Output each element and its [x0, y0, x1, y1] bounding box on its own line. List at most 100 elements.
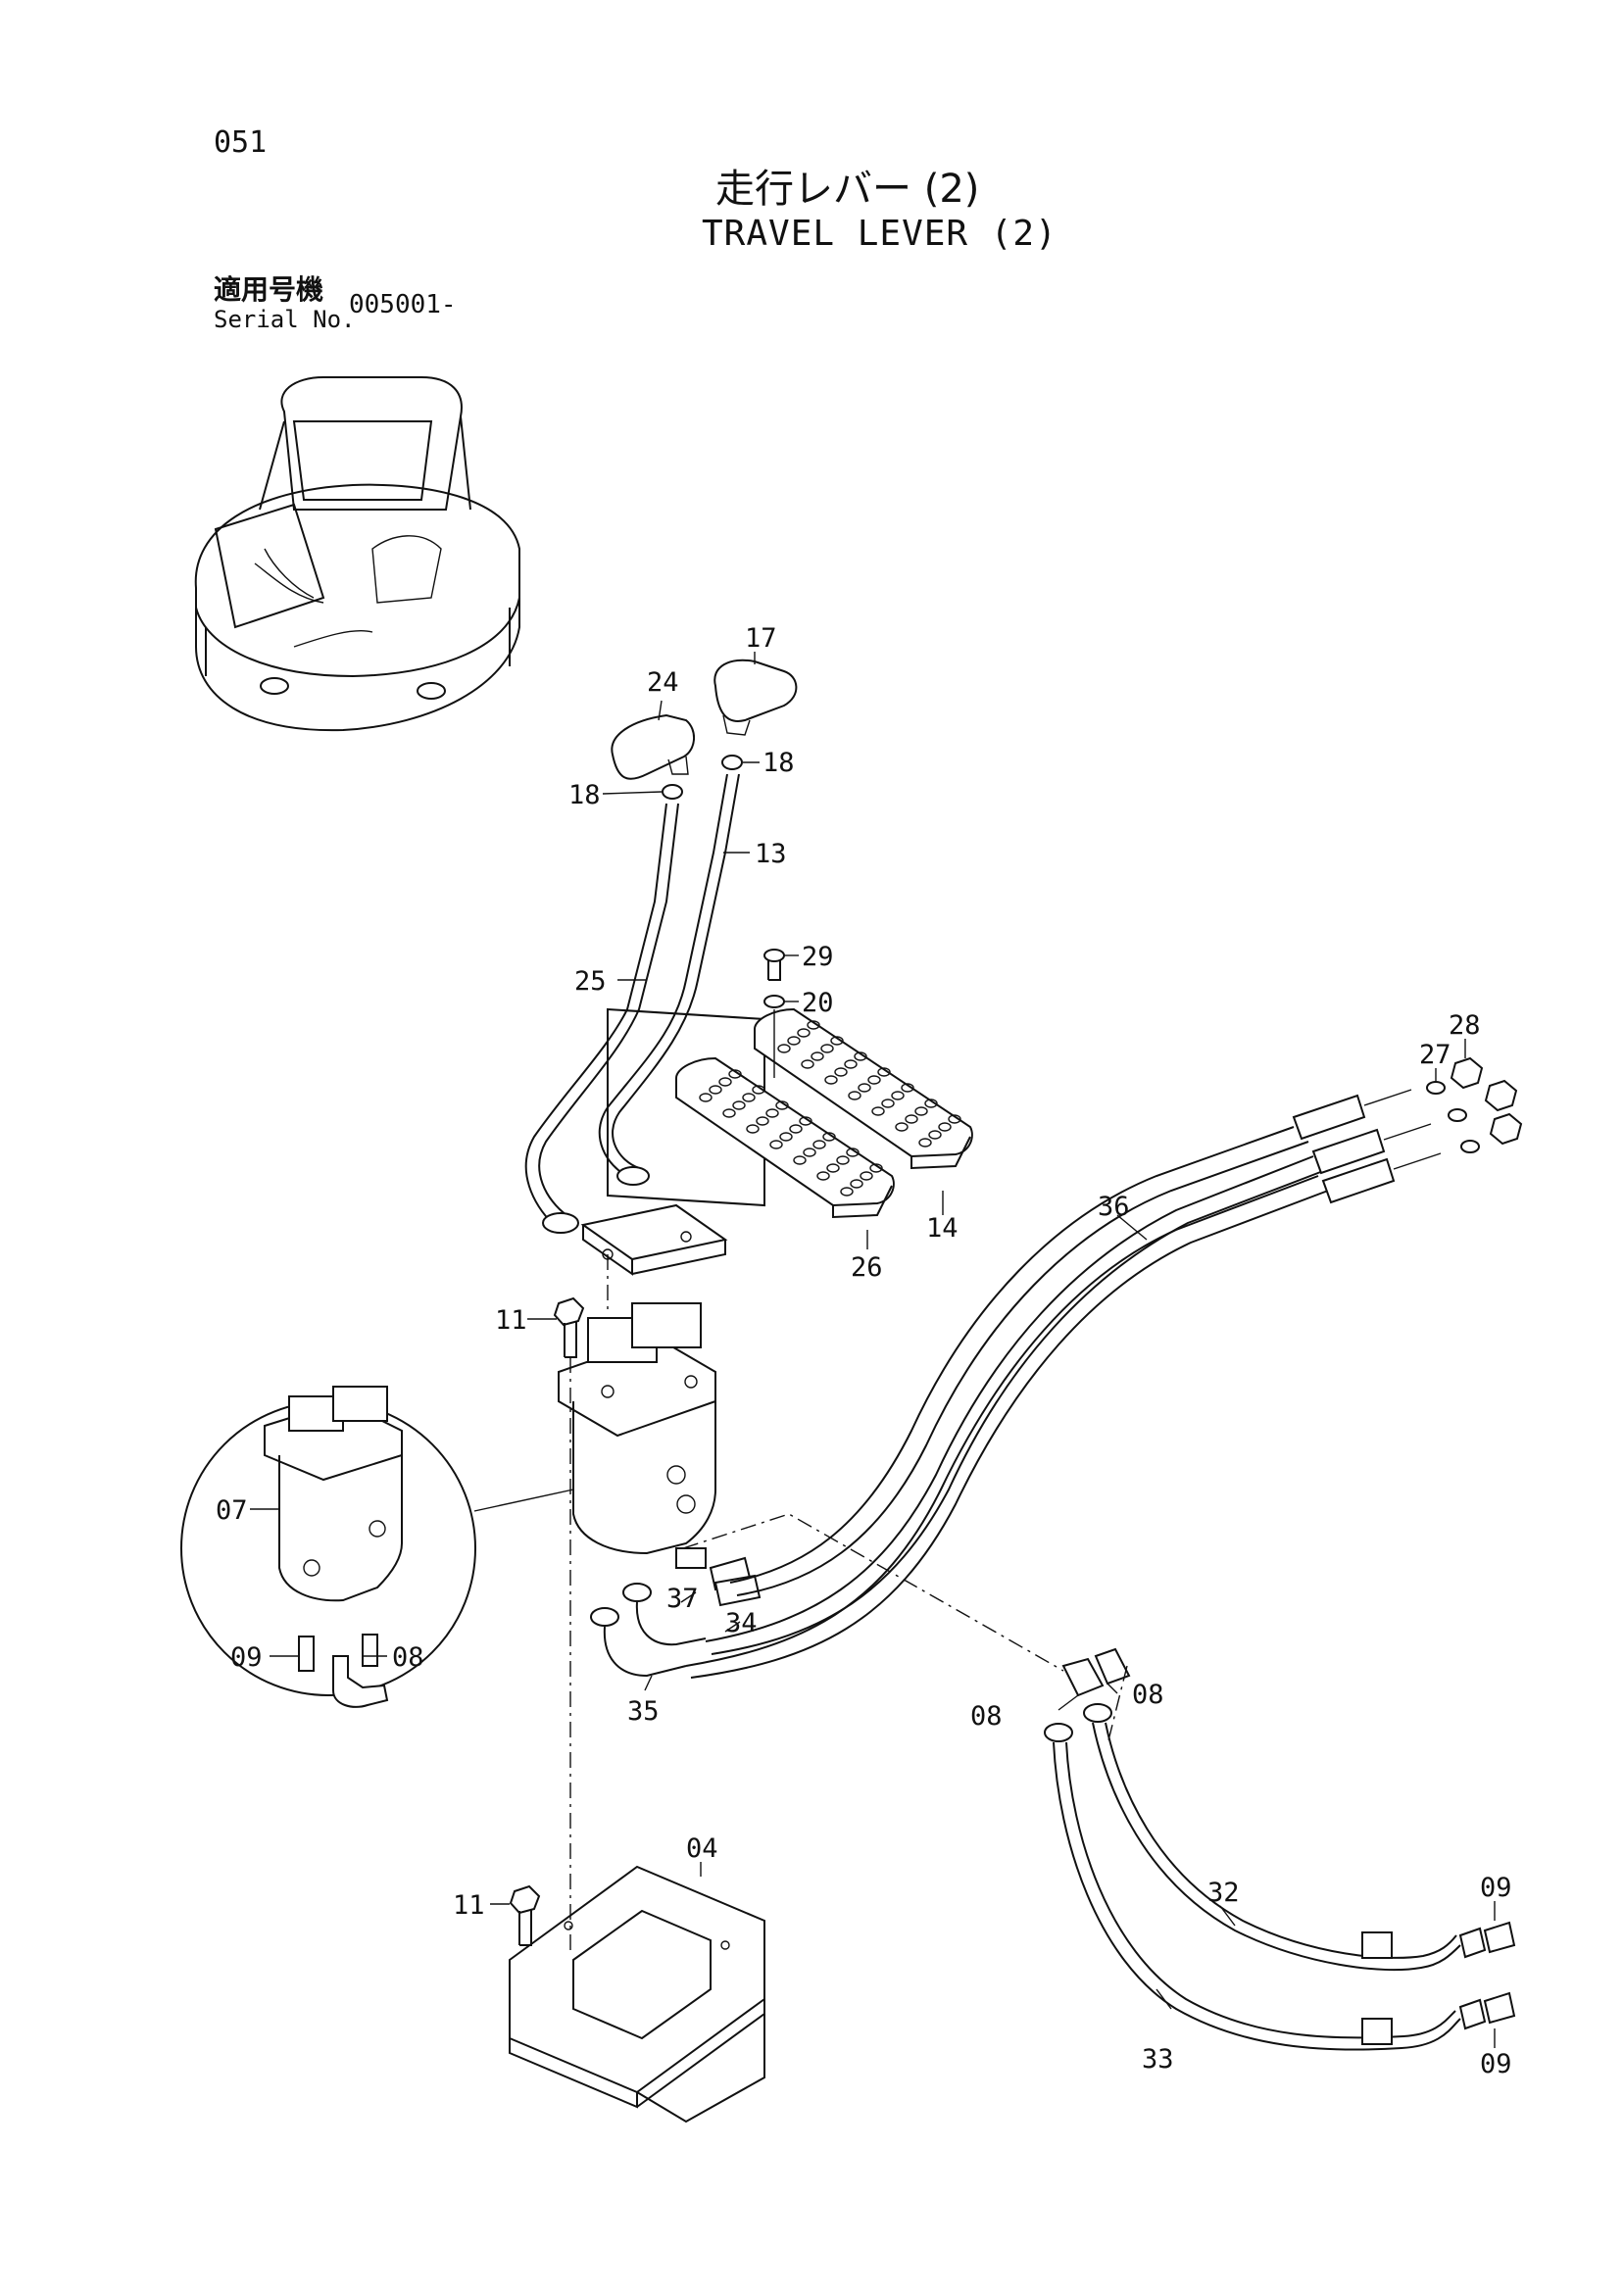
callout-32: 32: [1207, 1878, 1240, 1908]
pedal-tread-hole: [844, 1059, 858, 1069]
title-english: TRAVEL LEVER (2): [702, 214, 1057, 254]
callout-37: 37: [666, 1584, 699, 1614]
pedal-tread-hole: [914, 1106, 928, 1116]
pedal-tread-hole: [797, 1028, 811, 1038]
pedal-tread-hole: [807, 1020, 820, 1030]
pedal-tread-hole: [901, 1083, 914, 1093]
bracket-plate: [580, 1007, 765, 1276]
callout-07: 07: [216, 1495, 248, 1526]
pedal-tread-hole: [869, 1163, 883, 1173]
detail-inset-circle: [180, 1386, 574, 1708]
pedal-tread-hole: [928, 1130, 942, 1140]
pedal-tread-hole: [938, 1122, 952, 1132]
pedal-tread-hole: [858, 1083, 871, 1093]
callout-18: 18: [762, 748, 795, 778]
pedal-tread-hole: [728, 1069, 742, 1079]
callout-11: 11: [495, 1305, 527, 1336]
nut-18: [662, 755, 743, 800]
callout-35: 35: [627, 1696, 660, 1727]
pedal-tread-hole: [722, 1108, 736, 1118]
pedal-tread-hole: [816, 1171, 830, 1181]
pedal-tread-hole: [756, 1116, 769, 1126]
machine-overview-illustration: [194, 376, 520, 732]
pedal-tread-hole: [830, 1036, 844, 1046]
pedal-tread-hole: [840, 1187, 854, 1197]
callout-labels: 17 24 18 18 13 25 29 20 27 28 36 14 26 1…: [216, 623, 1512, 2079]
callout-leader-lines: [250, 652, 1496, 2048]
fittings-34-35-37: [590, 1547, 762, 1678]
pedal-tread-hole: [779, 1132, 793, 1142]
serial-label-english: Serial No.: [214, 306, 356, 333]
title-japanese: 走行レバー (2): [715, 167, 980, 212]
pedal-tread-hole: [877, 1067, 891, 1077]
pedal-tread-hole: [848, 1091, 861, 1100]
pedal-tread-hole: [895, 1122, 909, 1132]
lever-rod-25: [524, 803, 679, 1234]
pedal-tread-hole: [746, 1124, 760, 1134]
pedal-tread-hole: [742, 1093, 756, 1102]
serial-number-value: 005001-: [349, 290, 457, 319]
callout-18: 18: [568, 780, 601, 810]
pedal-tread-hole: [787, 1036, 801, 1046]
pedal-tread-hole: [860, 1171, 873, 1181]
pedal-tread-hole: [769, 1140, 783, 1149]
pedal-tread-hole: [824, 1075, 838, 1085]
pedal-tread-hole: [820, 1044, 834, 1053]
callout-08: 08: [970, 1701, 1003, 1732]
base-plate-04: [509, 1865, 765, 2124]
callout-28: 28: [1449, 1010, 1481, 1041]
pedal-tread-hole: [793, 1155, 807, 1165]
callout-08: 08: [1132, 1680, 1164, 1710]
callout-13: 13: [755, 839, 787, 869]
pedal-tread-hole: [948, 1114, 961, 1124]
callout-34: 34: [725, 1608, 758, 1638]
pedal-tread-hole: [867, 1075, 881, 1085]
callout-25: 25: [574, 966, 607, 997]
pedal-tread-hole: [822, 1132, 836, 1142]
callout-27: 27: [1419, 1040, 1451, 1070]
washer-20: [763, 995, 785, 1008]
callout-09: 09: [230, 1642, 263, 1673]
pedal-tread-hole: [801, 1059, 814, 1069]
callout-24: 24: [647, 667, 679, 698]
serial-label-japanese: 適用号機: [214, 273, 324, 306]
pedal-tread-hole: [905, 1114, 918, 1124]
pedal-tread-hole: [812, 1140, 826, 1149]
callout-08: 08: [392, 1642, 424, 1673]
pedal-tread-hole: [881, 1099, 895, 1108]
callout-04: 04: [686, 1833, 718, 1864]
callout-20: 20: [802, 988, 834, 1018]
pedal-tread-hole: [854, 1051, 867, 1061]
callout-11: 11: [453, 1890, 485, 1921]
pedal-tread-hole: [850, 1179, 863, 1189]
callout-17: 17: [745, 623, 777, 654]
callout-09: 09: [1480, 1873, 1512, 1903]
pedal-tread-hole: [803, 1148, 816, 1157]
pedal-tread-hole: [871, 1106, 885, 1116]
callout-29: 29: [802, 942, 834, 972]
pedal-tread-hole: [699, 1093, 713, 1102]
pedal-tread-hole: [799, 1116, 812, 1126]
pedal-tread-hole: [826, 1163, 840, 1173]
pedal-tread-hole: [811, 1051, 824, 1061]
pedal-holes: [699, 1020, 961, 1197]
pedal-tread-hole: [836, 1155, 850, 1165]
bolt-29: [763, 949, 785, 981]
bolt-11: [509, 1296, 585, 1946]
hose-32-33: [1044, 1647, 1516, 2051]
pedal-tread-hole: [834, 1067, 848, 1077]
callout-14: 14: [926, 1213, 959, 1244]
pedal-tread-hole: [777, 1044, 791, 1053]
hose-36: [685, 1126, 1329, 1679]
hose-end-fittings: [1292, 1089, 1442, 1204]
pedal-tread-hole: [718, 1077, 732, 1087]
callout-36: 36: [1098, 1192, 1130, 1222]
lever-grip-24: [611, 713, 695, 780]
pilot-valve-07: [558, 1302, 716, 1555]
callout-09: 09: [1480, 2049, 1512, 2079]
callout-26: 26: [851, 1252, 883, 1283]
pedal-tread-hole: [775, 1100, 789, 1110]
assembly-guide-lines: [569, 1254, 1128, 1950]
page-number: 051: [214, 125, 268, 160]
